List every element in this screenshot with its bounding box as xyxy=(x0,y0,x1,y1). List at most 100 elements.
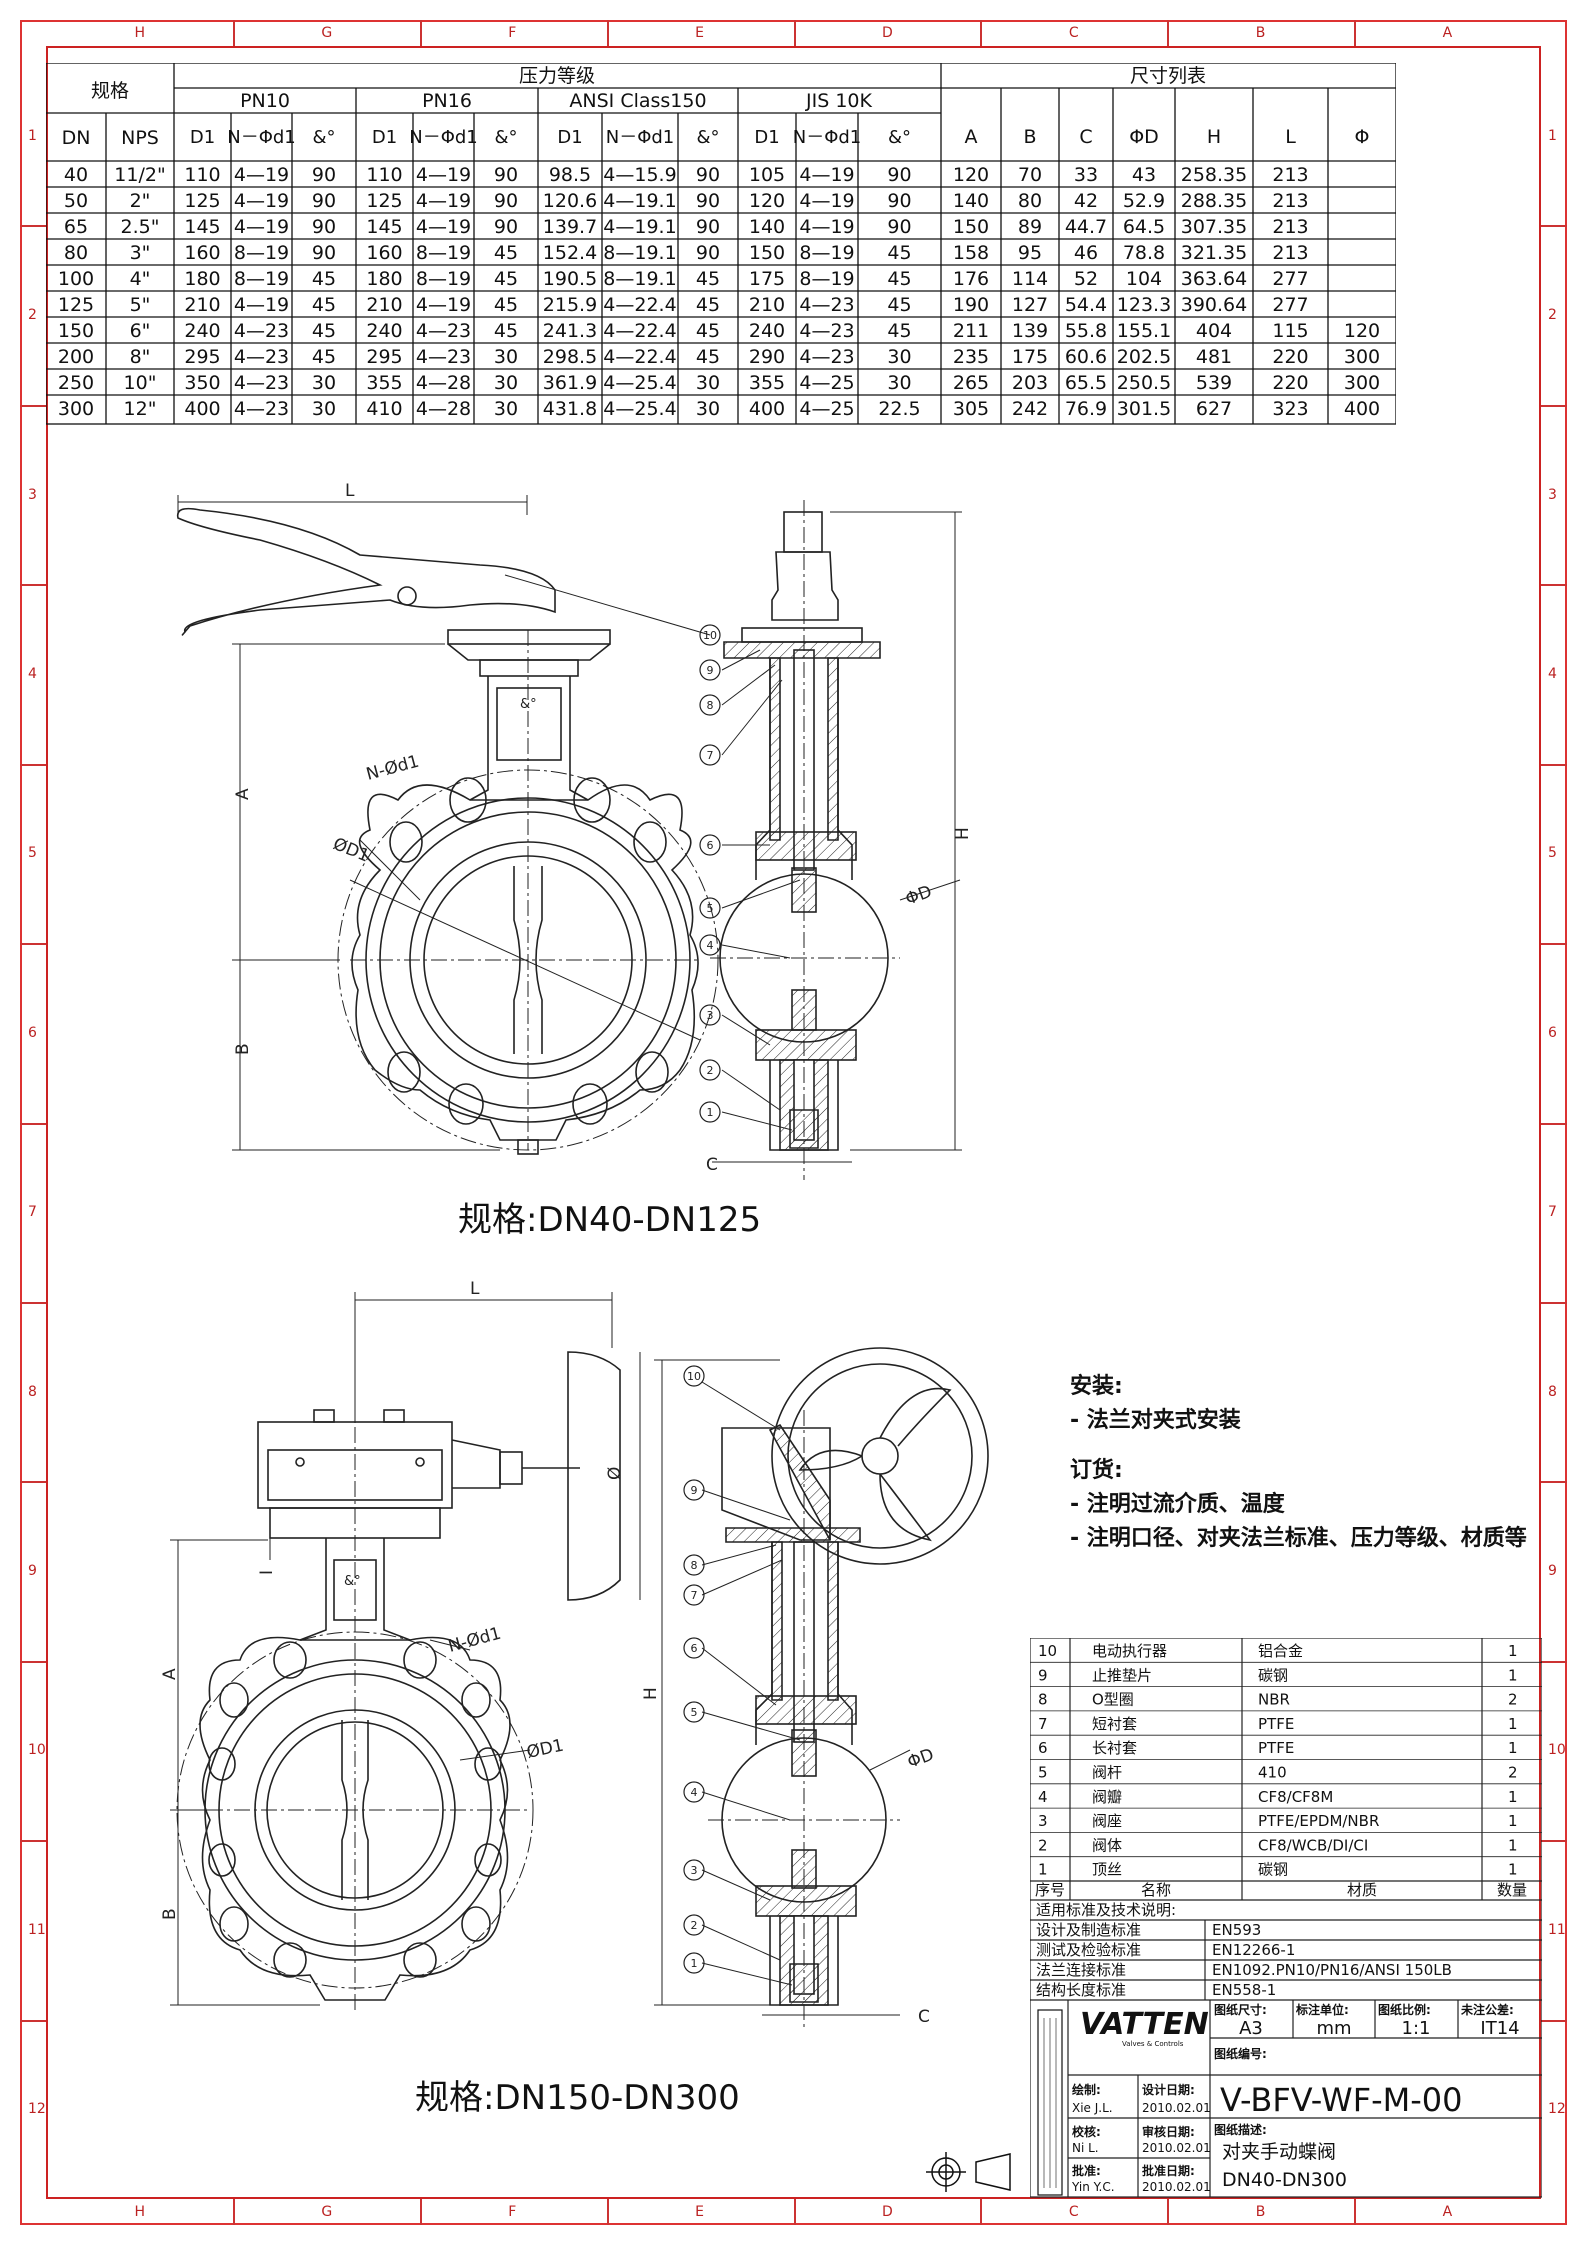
spec-cell-r6-c14: 211 xyxy=(953,320,989,342)
zone-tick xyxy=(1167,20,1170,46)
spec-cell-r8-c8: 361.9 xyxy=(543,372,597,394)
zone-tick xyxy=(606,2199,609,2225)
zone-col-top-4: D xyxy=(881,25,893,41)
spec-cell-r4-c6: 8—19 xyxy=(416,268,471,290)
zone-col-bottom-7: A xyxy=(1442,2204,1453,2220)
spec-cell-r7-c5: 295 xyxy=(366,346,402,368)
spec-cell-r4-c7: 45 xyxy=(494,268,518,290)
spec-cell-r2-c17: 64.5 xyxy=(1123,216,1165,238)
sub-header-g1-0: D1 xyxy=(372,127,397,148)
spec-cell-r2-c7: 90 xyxy=(494,216,518,238)
bom-no-9: 1 xyxy=(1038,1861,1048,1879)
hdr-group-jis: JIS 10K xyxy=(805,90,872,112)
spec-cell-r4-c18: 363.64 xyxy=(1181,268,1247,290)
spec-cell-r0-c0: 40 xyxy=(64,164,88,186)
bom-qty-3: 1 xyxy=(1508,1715,1518,1733)
dim-I-large: I xyxy=(257,1570,277,1575)
dim-phi-large: Ø xyxy=(605,1467,625,1480)
zone-col-bottom-2: F xyxy=(508,2204,517,2220)
dim-B-large: B xyxy=(160,1908,180,1920)
dim-header-6: Φ xyxy=(1355,126,1370,148)
spec-cell-r2-c14: 150 xyxy=(953,216,989,238)
install-note-1: - 法兰对夹式安装 xyxy=(1070,1408,1241,1433)
spec-cell-r1-c11: 120 xyxy=(749,190,785,212)
spec-cell-r3-c17: 78.8 xyxy=(1123,242,1165,264)
sub-header-g2-2: &° xyxy=(696,127,719,148)
zone-col-top-5: C xyxy=(1068,25,1079,41)
spec-cell-r5-c6: 4—19 xyxy=(416,294,471,316)
spec-cell-r5-c18: 390.64 xyxy=(1181,294,1247,316)
drawing-no-label: 图纸编号: xyxy=(1214,2046,1267,2061)
design-date: 2010.02.01 xyxy=(1142,2101,1211,2115)
spec-cell-r6-c5: 240 xyxy=(366,320,402,342)
zone-tick xyxy=(20,943,46,946)
spec-cell-r5-c17: 123.3 xyxy=(1117,294,1171,316)
sub-header-g1-2: &° xyxy=(494,127,517,148)
spec-cell-r4-c2: 180 xyxy=(184,268,220,290)
zone-tick xyxy=(606,20,609,46)
bom-name-8: 阀体 xyxy=(1092,1836,1122,1854)
spec-cell-r4-c3: 8—19 xyxy=(234,268,289,290)
spec-cell-r1-c9: 4—19.1 xyxy=(603,190,676,212)
spec-cell-r8-c6: 4—28 xyxy=(416,372,471,394)
approved-by-name: Yin Y.C. xyxy=(1071,2180,1115,2194)
dim-D-large: ΦD xyxy=(905,1745,937,1773)
zone-tick xyxy=(20,1660,46,1663)
zone-row-left-0: 1 xyxy=(28,127,37,144)
bom-qty-1: 1 xyxy=(1508,1666,1518,1684)
std-label-4: 结构长度标准 xyxy=(1036,1981,1126,1999)
zone-tick xyxy=(1541,1481,1567,1484)
spec-cell-r8-c9: 4—25.4 xyxy=(603,372,676,394)
zone-tick xyxy=(20,1481,46,1484)
spec-cell-r2-c0: 65 xyxy=(64,216,88,238)
checked-by-label: 校核: xyxy=(1072,2124,1101,2139)
spec-cell-r7-c9: 4—22.4 xyxy=(603,346,676,368)
spec-cell-r1-c4: 90 xyxy=(312,190,336,212)
spec-cell-r6-c15: 139 xyxy=(1012,320,1048,342)
spec-cell-r3-c16: 46 xyxy=(1074,242,1098,264)
spec-cell-r3-c19: 213 xyxy=(1272,242,1308,264)
scale-value: 1:1 xyxy=(1402,2018,1431,2039)
spec-cell-r3-c5: 160 xyxy=(366,242,402,264)
zone-row-left-2: 3 xyxy=(28,486,37,503)
spec-cell-r9-c14: 305 xyxy=(953,398,989,420)
balloon-7: 7 xyxy=(707,749,714,762)
spec-cell-r7-c7: 30 xyxy=(494,346,518,368)
spec-cell-r1-c1: 2" xyxy=(130,190,151,212)
spec-cell-r8-c5: 355 xyxy=(366,372,402,394)
spec-cell-r2-c12: 4—19 xyxy=(799,216,854,238)
spec-cell-r0-c2: 110 xyxy=(184,164,220,186)
spec-cell-r4-c15: 114 xyxy=(1012,268,1048,290)
spec-cell-r9-c12: 4—25 xyxy=(799,398,854,420)
tolerance-label: 未注公差: xyxy=(1460,2002,1514,2017)
spec-cell-r5-c2: 210 xyxy=(184,294,220,316)
spec-cell-r0-c13: 90 xyxy=(887,164,911,186)
bom-hdr-qty: 数量 xyxy=(1497,1881,1527,1899)
spec-cell-r4-c4: 45 xyxy=(312,268,336,290)
zone-tick xyxy=(232,2199,235,2225)
zone-row-left-6: 7 xyxy=(28,1204,37,1221)
spec-cell-r3-c15: 95 xyxy=(1018,242,1042,264)
logo-subtitle: Valves & Controls xyxy=(1122,2040,1184,2048)
spec-cell-r2-c15: 89 xyxy=(1018,216,1042,238)
side-view-small xyxy=(504,500,962,1180)
zone-tick xyxy=(793,20,796,46)
spec-cell-r6-c12: 4—23 xyxy=(799,320,854,342)
spec-cell-r8-c4: 30 xyxy=(312,372,336,394)
spec-cell-r0-c9: 4—15.9 xyxy=(603,164,676,186)
approve-date-label: 批准日期: xyxy=(1142,2163,1195,2178)
spec-cell-r7-c2: 295 xyxy=(184,346,220,368)
dim-B-small: B xyxy=(233,1043,253,1055)
spec-cell-r4-c1: 4" xyxy=(130,268,151,290)
spec-cell-r4-c10: 45 xyxy=(696,268,720,290)
std-value-2: EN12266-1 xyxy=(1212,1941,1295,1959)
balloon-8b: 8 xyxy=(691,1559,698,1572)
spec-cell-r8-c0: 250 xyxy=(58,372,94,394)
front-view-large: &° xyxy=(170,1292,641,2010)
bom-hdr-material: 材质 xyxy=(1347,1881,1377,1899)
spec-cell-r0-c18: 258.35 xyxy=(1181,164,1247,186)
zone-col-top-3: E xyxy=(695,25,704,41)
balloon-10b: 10 xyxy=(687,1370,701,1383)
spec-cell-r9-c6: 4—28 xyxy=(416,398,471,420)
drawn-by-name: Xie J.L. xyxy=(1072,2101,1113,2115)
